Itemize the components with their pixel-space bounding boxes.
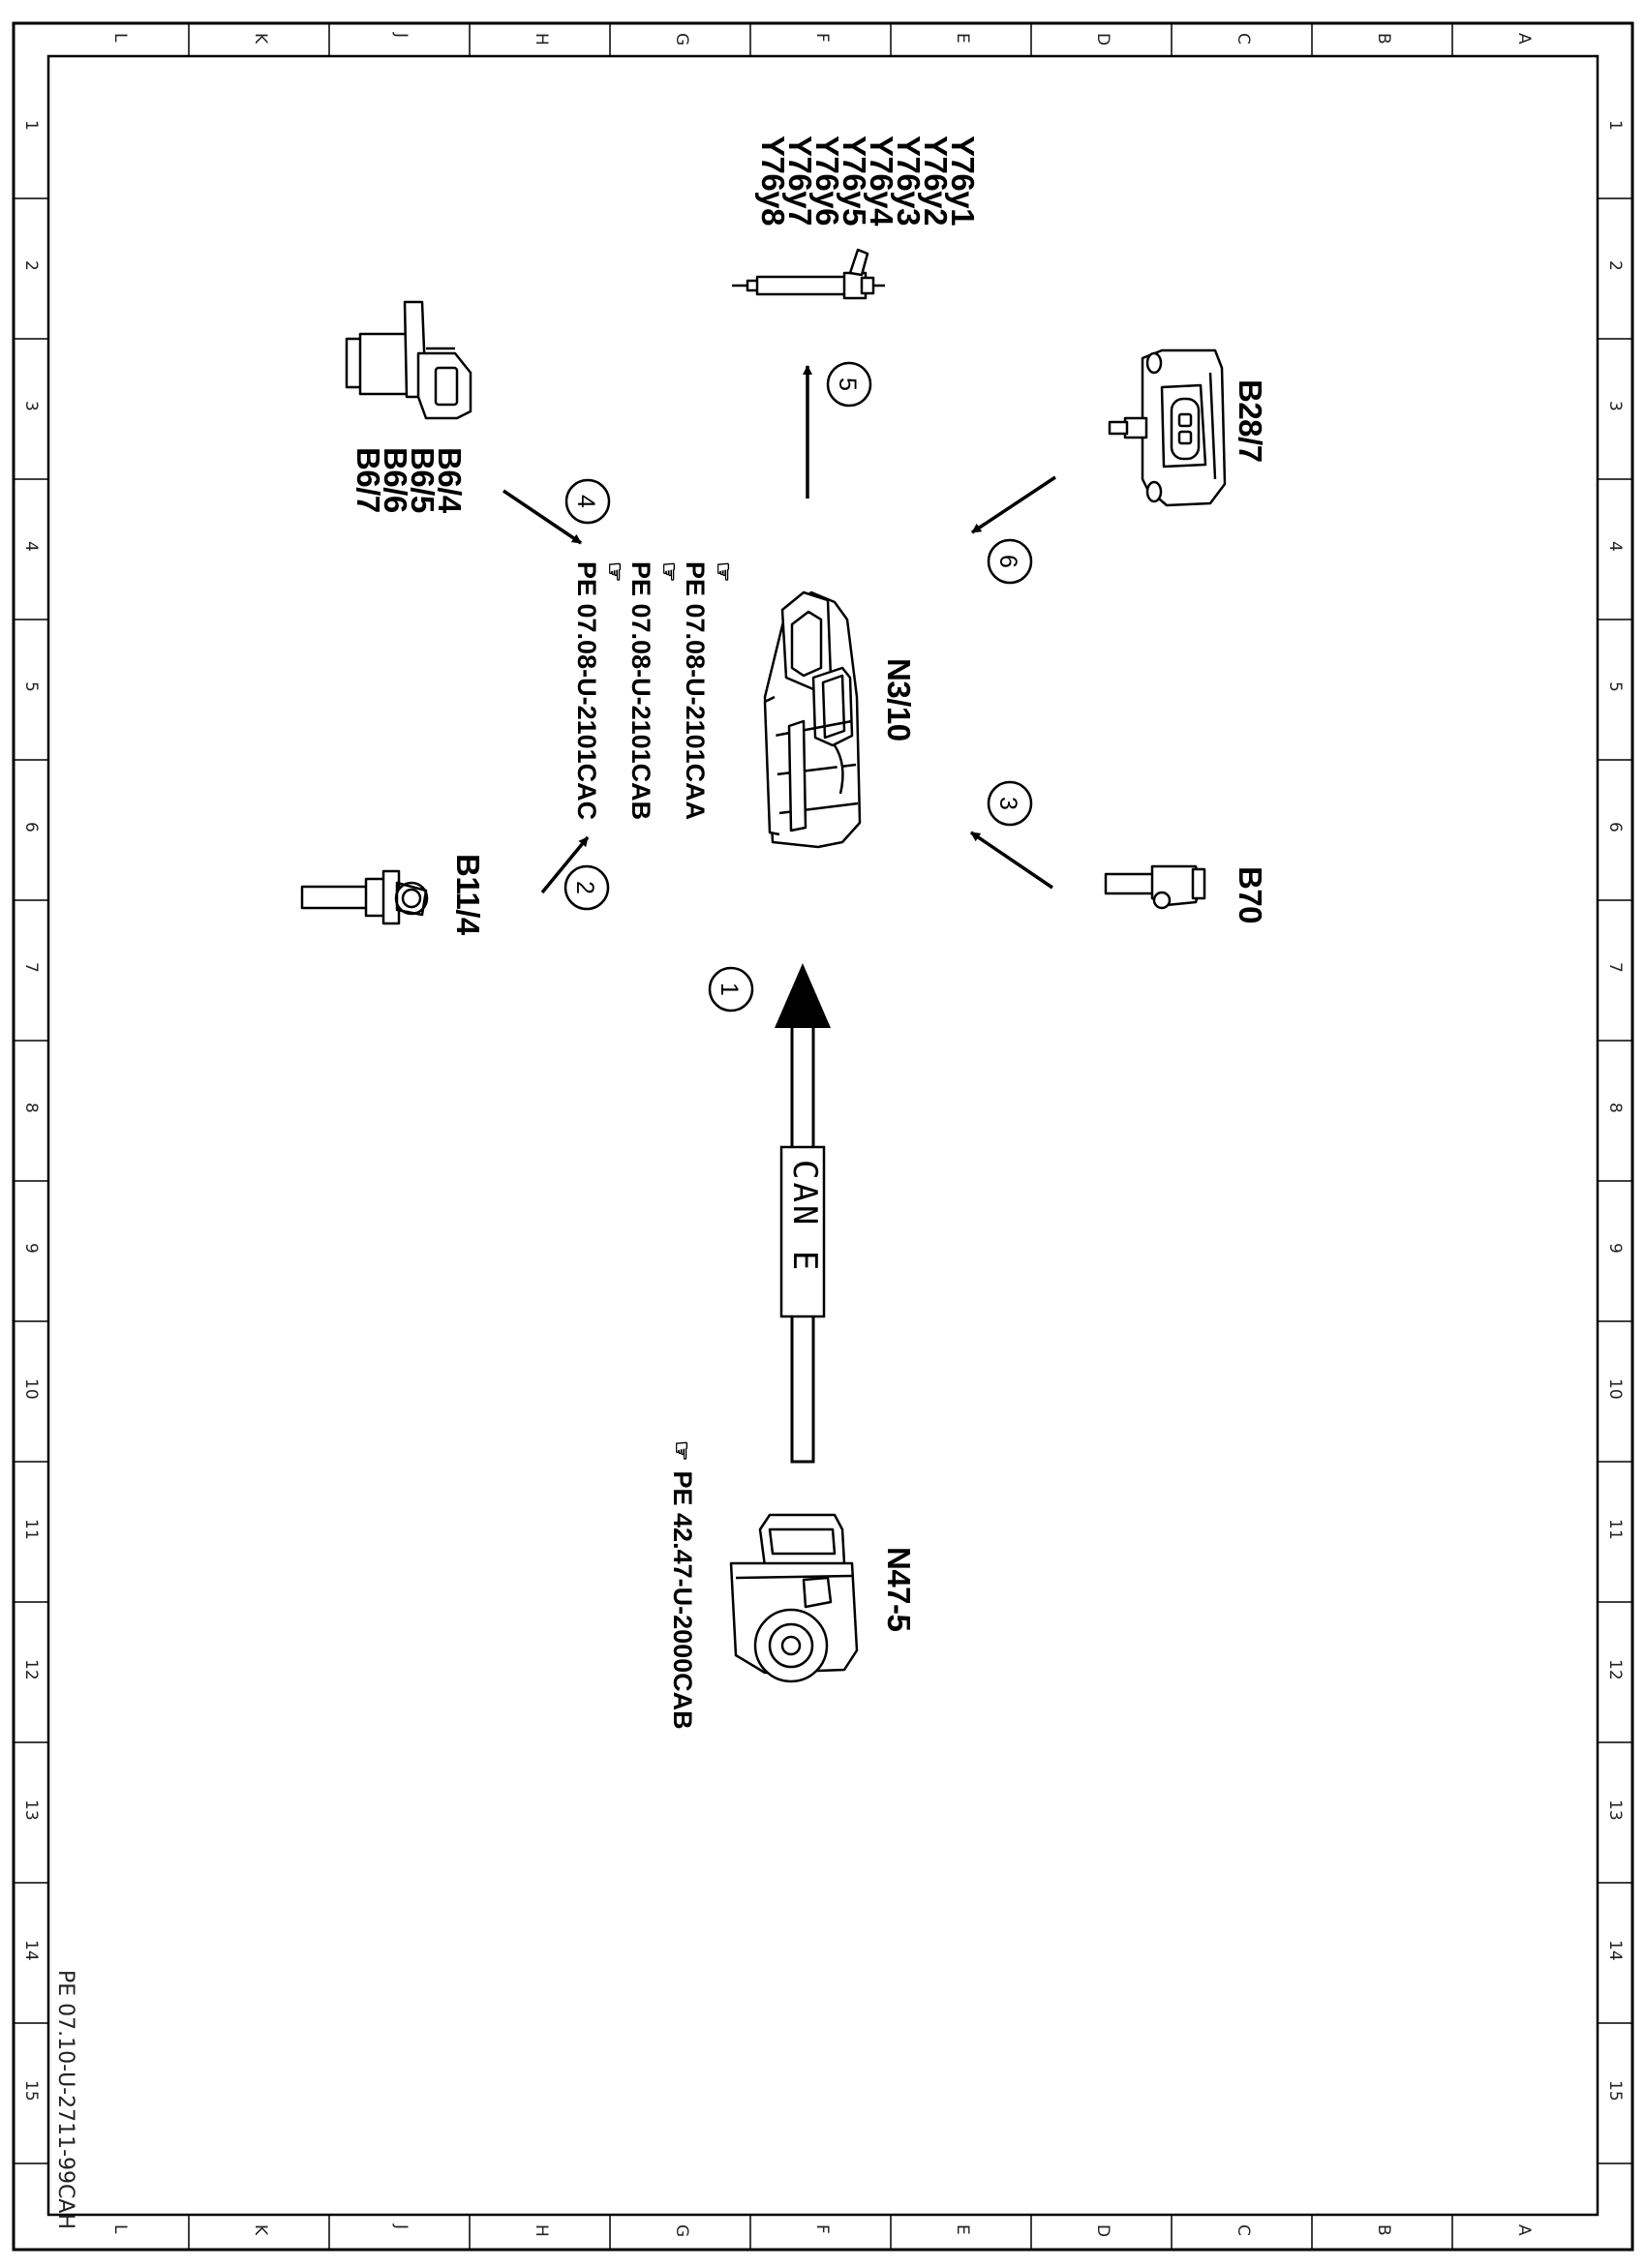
n3-10-label: N3/10 [881,658,917,741]
row-number-left-2: 2 [21,260,41,271]
col-letter-top-B: B [1374,33,1393,45]
b6-labels: B6/4 B6/5 B6/6 B6/7 [350,447,468,513]
row-number-right-1: 1 [1605,120,1625,131]
col-letter-bottom-A: A [1514,2224,1534,2236]
row-number-right-3: 3 [1605,401,1625,411]
n3-10-reference-2: ☞PE 07.08-U-2101CAB [626,561,682,821]
row-number-right-8: 8 [1605,1103,1625,1113]
col-letter-top-L: L [110,33,130,43]
arrow-number-1: 1 [716,983,743,996]
number-circles [564,361,1033,1013]
arrow-number-6: 6 [994,555,1021,568]
row-number-right-5: 5 [1605,681,1625,692]
inner-frame [46,54,1599,2217]
row-number-right-4: 4 [1605,541,1625,552]
outer-border [12,21,1634,2252]
b6-label-7: B6/7 [350,447,386,513]
row-number-right-9: 9 [1605,1243,1625,1254]
row-number-left-7: 7 [21,962,41,973]
b70-sensor-drawing [1104,864,1206,910]
arrow-number-3: 3 [994,797,1021,810]
row-number-right-11: 11 [1605,1519,1625,1540]
row-number-left-6: 6 [21,822,41,832]
row-number-left-13: 13 [21,1799,41,1821]
arrow-number-5: 5 [834,378,861,391]
col-letter-bottom-G: G [672,2224,691,2238]
y76-labels: Y76y1 Y76y2 Y76y3 Y76y4 Y76y5 Y76y6 Y76y… [755,136,981,226]
row-number-right-7: 7 [1605,962,1625,973]
col-letter-bottom-B: B [1374,2224,1393,2236]
col-letter-bottom-F: F [812,2224,832,2234]
can-bus-arrow [775,963,831,1464]
can-bus-label: CAN E [785,1160,824,1274]
col-letter-top-H: H [532,33,551,45]
b11-4-sensor-drawing [300,869,429,925]
col-letter-bottom-L: L [110,2224,130,2234]
n47-5-label: N47-5 [881,1547,917,1632]
row-number-right-12: 12 [1605,1659,1625,1680]
pointing-hand-icon: ☞ [601,561,627,583]
arrow-number-4: 4 [572,495,599,508]
col-letter-bottom-H: H [532,2224,551,2237]
row-number-left-3: 3 [21,401,41,411]
y76-injector-drawing [732,248,885,300]
row-number-left-8: 8 [21,1103,41,1113]
n3-10-reference-1: ☞PE 07.08-U-2101CAA [681,561,736,821]
row-number-left-14: 14 [21,1940,41,1961]
row-number-left-5: 5 [21,681,41,692]
document-code: PE 07.10-U-2711-99CAH [53,1970,77,2229]
column-dividers [188,23,1453,2250]
row-number-left-1: 1 [21,120,41,131]
arrow-3 [970,831,1053,890]
arrow-2 [540,835,590,894]
can-label-box [779,1145,826,1318]
col-letter-bottom-D: D [1093,2224,1112,2238]
arrow-6 [971,475,1056,534]
b6-sensor-drawing [345,300,472,420]
row-number-right-10: 10 [1605,1378,1625,1400]
col-letter-top-E: E [953,33,972,44]
row-number-left-10: 10 [21,1378,41,1400]
col-letter-bottom-K: K [251,2224,270,2236]
row-number-left-4: 4 [21,541,41,552]
col-letter-bottom-J: J [391,2224,411,2230]
n3-10-control-unit-drawing [763,590,862,849]
row-number-right-14: 14 [1605,1940,1625,1961]
col-letter-top-K: K [251,33,270,45]
arrow-4 [503,489,582,545]
col-letter-top-D: D [1093,33,1112,46]
row-number-right-2: 2 [1605,260,1625,271]
b70-label: B70 [1233,866,1268,924]
y76-label-8: Y76y8 [755,136,791,226]
n3-10-references: ☞PE 07.08-U-2101CAA ☞PE 07.08-U-2101CAB … [572,561,736,821]
row-number-left-9: 9 [21,1243,41,1254]
row-number-right-6: 6 [1605,822,1625,832]
n3-10-reference-3: ☞PE 07.08-U-2101CAC [572,561,627,821]
row-number-right-15: 15 [1605,2080,1625,2102]
col-letter-bottom-C: C [1234,2224,1253,2236]
row-dividers [14,197,1632,2164]
b28-7-sensor-drawing [1108,348,1227,507]
n47-5-control-unit-drawing [729,1513,859,1683]
pointing-hand-icon: ☞ [668,1440,694,1462]
row-number-right-13: 13 [1605,1799,1625,1821]
col-letter-top-F: F [812,33,832,43]
col-letter-top-C: C [1234,33,1253,45]
b28-7-label: B28/7 [1233,379,1268,463]
b11-4-label: B11/4 [450,854,486,935]
row-number-left-12: 12 [21,1659,41,1680]
n47-5-reference: ☞PE 42.47-U-2000CAB [668,1440,697,1730]
pointing-hand-icon: ☞ [655,561,682,583]
row-number-left-11: 11 [21,1519,41,1540]
col-letter-top-J: J [391,33,411,39]
col-letter-top-A: A [1514,33,1534,45]
arrow-number-2: 2 [571,881,598,894]
pointing-hand-icon: ☞ [710,561,736,583]
row-number-left-15: 15 [21,2080,41,2102]
col-letter-top-G: G [672,33,691,46]
col-letter-bottom-E: E [953,2224,972,2235]
